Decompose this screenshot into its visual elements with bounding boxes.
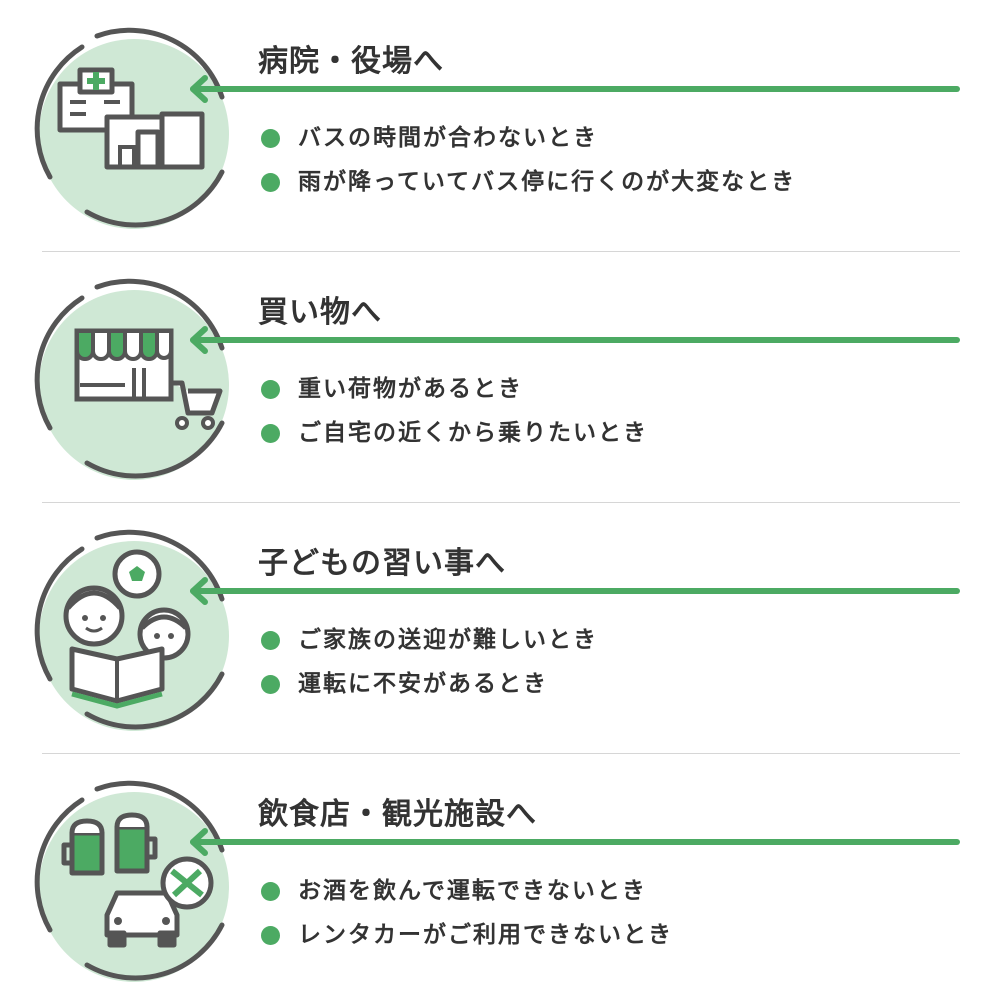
list-item: ご家族の送迎が難しいとき [258, 620, 598, 664]
bullet-dot-icon [261, 380, 280, 399]
condition-list: お酒を飲んで運転できないとき レンタカーがご利用できないとき [258, 871, 673, 959]
condition-list: バスの時間が合わないとき 雨が降っていてバス停に行くのが大変なとき [258, 118, 796, 206]
section-title: 子どもの習い事へ [258, 546, 506, 581]
section-divider [42, 251, 960, 252]
children-ball-book-icon [34, 529, 229, 731]
drinks-car-no-drink-icon [34, 780, 229, 982]
section-divider [42, 753, 960, 754]
list-item: レンタカーがご利用できないとき [258, 915, 673, 959]
destination-section-lessons: 子どもの習い事へ ご家族の送迎が難しいとき 運転に不安があるとき [0, 502, 1000, 753]
list-item: 重い荷物があるとき [258, 369, 648, 413]
list-item: ご自宅の近くから乗りたいとき [258, 413, 648, 457]
list-item: 運転に不安があるとき [258, 664, 598, 708]
section-title: 病院・役場へ [258, 44, 444, 79]
list-item: お酒を飲んで運転できないとき [258, 871, 673, 915]
arrow-left-icon [190, 577, 960, 605]
hospital-building-icon [34, 27, 229, 229]
list-item-text: ご家族の送迎が難しいとき [298, 627, 598, 653]
list-item-text: レンタカーがご利用できないとき [298, 922, 673, 948]
shop-cart-icon [34, 278, 229, 480]
arrow-left-icon [190, 828, 960, 856]
section-title: 飲食店・観光施設へ [258, 797, 537, 832]
list-item-text: お酒を飲んで運転できないとき [298, 878, 647, 904]
list-item-text: 雨が降っていてバス停に行くのが大変なとき [298, 169, 797, 195]
bullet-dot-icon [261, 173, 280, 192]
bullet-dot-icon [261, 631, 280, 650]
list-item-text: バスの時間が合わないとき [298, 125, 598, 151]
condition-list: ご家族の送迎が難しいとき 運転に不安があるとき [258, 620, 598, 708]
list-item: 雨が降っていてバス停に行くのが大変なとき [258, 162, 796, 206]
section-divider [42, 502, 960, 503]
arrow-left-icon [190, 75, 960, 103]
bullet-dot-icon [261, 926, 280, 945]
arrow-left-icon [190, 326, 960, 354]
bullet-dot-icon [261, 129, 280, 148]
destination-section-hospital: 病院・役場へ バスの時間が合わないとき 雨が降っていてバス停に行くのが大変なとき [0, 0, 1000, 251]
destination-section-dining: 飲食店・観光施設へ お酒を飲んで運転できないとき レンタカーがご利用できないとき [0, 753, 1000, 1004]
list-item-text: ご自宅の近くから乗りたいとき [298, 420, 648, 446]
list-item-text: 重い荷物があるとき [298, 376, 523, 402]
list-item-text: 運転に不安があるとき [298, 671, 548, 697]
list-item: バスの時間が合わないとき [258, 118, 796, 162]
bullet-dot-icon [261, 675, 280, 694]
section-title: 買い物へ [258, 295, 382, 330]
destination-section-shopping: 買い物へ 重い荷物があるとき ご自宅の近くから乗りたいとき [0, 251, 1000, 502]
bullet-dot-icon [261, 882, 280, 901]
condition-list: 重い荷物があるとき ご自宅の近くから乗りたいとき [258, 369, 648, 457]
bullet-dot-icon [261, 424, 280, 443]
